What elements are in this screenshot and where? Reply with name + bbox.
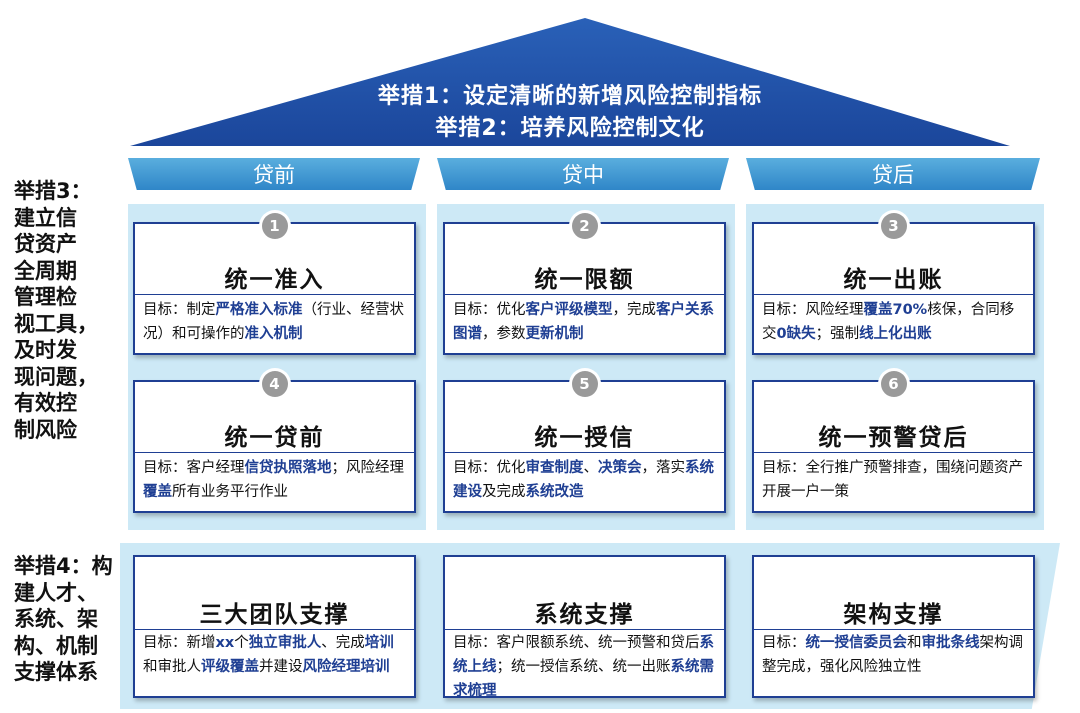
measure-card: 统一预警贷后目标：全行推广预警排查，围绕问题资产开展一户一策 [752,380,1035,513]
card-divider [445,452,724,453]
card-goal-text: 目标：新增xx个独立审批人、完成培训和审批人评级覆盖并建设风险经理培训 [143,631,408,679]
card-title: 统一出账 [843,267,944,293]
highlight-text: 信贷执照落地 [244,460,332,476]
card-divider [754,294,1033,295]
goal-text: 目标：优化 [453,460,526,476]
card-title: 三大团队支撑 [199,602,350,628]
measure-card: 统一限额目标：优化客户评级模型，完成客户关系图谱，参数更新机制 [443,222,726,355]
goal-text: 和 [907,635,922,651]
card-goal-text: 目标：客户限额系统、统一预警和贷后系统上线；统一授信系统、统一出账系统需求梳理 [453,631,718,703]
highlight-text: 线上化出账 [859,326,932,342]
goal-text: 、 [583,460,599,476]
phase-tab-post-loan: 贷后 [746,158,1040,190]
card-divider [445,294,724,295]
measure-1-text: 举措1：设定清晰的新增风险控制指标 [377,84,763,109]
card-goal-text: 目标：客户经理信贷执照落地；风险经理覆盖所有业务平行作业 [143,456,408,504]
highlight-text: 系统建设 [453,460,714,500]
goal-text: 所有业务平行作业 [172,484,288,500]
step-number-badge: 5 [571,371,598,397]
phase-tab-pre-loan: 贷前 [128,158,420,190]
goal-text: 目标：优化 [453,302,526,318]
card-goal-text: 目标：优化审查制度、决策会，落实系统建设及完成系统改造 [453,456,718,504]
highlight-text: 严格准入标准 [215,302,303,318]
highlight-text: 独立审批人 [248,635,322,651]
highlight-text: 审查制度 [525,460,584,476]
goal-text: 目标：客户经理 [143,460,245,476]
card-title: 统一授信 [534,425,635,451]
highlight-text: 准入机制 [244,326,303,342]
highlight-text: 决策会 [598,460,642,476]
goal-text: 目标：全行推广预警排查，围绕问题资产开展一户一策 [762,460,1023,500]
phase-tab-in-loan: 贷中 [437,158,729,190]
card-goal-text: 目标：统一授信委员会和审批条线架构调整完成，强化风险独立性 [762,631,1027,679]
step-number-badge: 2 [571,213,598,239]
step-number-badge: 4 [261,371,288,397]
highlight-text: 系统需求梳理 [453,659,714,699]
goal-text: 目标：风险经理 [762,302,864,318]
card-divider [135,452,414,453]
card-goal-text: 目标：风险经理覆盖70%核保，合同移交0缺失；强制线上化出账 [762,298,1027,346]
measure-card: 架构支撑目标：统一授信委员会和审批条线架构调整完成，强化风险独立性 [752,555,1035,698]
card-goal-text: 目标：制定严格准入标准（行业、经营状况）和可操作的准入机制 [143,298,408,346]
card-divider [754,629,1033,630]
card-divider [135,629,414,630]
highlight-text: 统一授信委员会 [805,635,908,651]
card-goal-text: 目标：优化客户评级模型，完成客户关系图谱，参数更新机制 [453,298,718,346]
goal-text: （行业、经营状况）和可操作的 [143,302,404,342]
goal-text: 目标：制定 [143,302,216,318]
highlight-text: 培训 [364,635,394,651]
measure-4-label: 举措4：构 建人才、 系统、架 构、机制 支撑体系 [14,554,113,684]
goal-text: ，参数 [482,326,526,342]
goal-text: 个 [234,635,249,651]
goal-text: 及完成 [482,484,526,500]
measure-card: 统一授信目标：优化审查制度、决策会，落实系统建设及完成系统改造 [443,380,726,513]
goal-text: 目标：新增 [143,635,216,651]
card-divider [135,294,414,295]
goal-text: 核保，合同移交 [762,302,1015,342]
measure-card: 系统支撑目标：客户限额系统、统一预警和贷后系统上线；统一授信系统、统一出账系统需… [443,555,726,699]
card-goal-text: 目标：全行推广预警排查，围绕问题资产开展一户一策 [762,456,1027,504]
goal-text: 架构调整完成，强化风险独立性 [762,635,1023,675]
goal-text: ，完成 [612,302,657,318]
highlight-text: 系统上线 [453,635,714,675]
measure-card: 统一贷前目标：客户经理信贷执照落地；风险经理覆盖所有业务平行作业 [133,380,416,513]
step-number-badge: 1 [261,213,288,239]
highlight-text: 客户评级模型 [525,302,613,318]
card-divider [754,452,1033,453]
step-number-badge: 3 [880,213,907,239]
goal-text: 并建设 [259,659,303,675]
highlight-text: 系统改造 [525,484,584,500]
highlight-text: 评级覆盖 [201,659,259,675]
card-title: 架构支撑 [843,602,944,628]
goal-text: 目标：客户限额系统、统一预警和贷后 [453,635,700,651]
goal-text: 目标： [762,635,806,651]
highlight-text: 0缺失 [776,326,816,342]
goal-text: 、完成 [321,635,365,651]
measure-card: 统一准入目标：制定严格准入标准（行业、经营状况）和可操作的准入机制 [133,222,416,355]
highlight-text: 覆盖70% [863,302,928,318]
goal-text: ；强制 [815,326,860,342]
step-number-badge: 6 [880,371,907,397]
measure-2-text: 举措2：培养风险控制文化 [435,116,705,141]
highlight-text: 更新机制 [525,326,584,342]
goal-text: ，落实 [641,460,686,476]
highlight-text: 风险经理培训 [302,659,390,675]
highlight-text: 客户关系图谱 [453,302,714,342]
card-title: 系统支撑 [534,602,635,628]
measure-3-label: 举措3： 建立信 贷资产 全周期 管理检 视工具， 及时发 现问题， 有效控 制… [14,179,98,442]
measure-card: 三大团队支撑目标：新增xx个独立审批人、完成培训和审批人评级覆盖并建设风险经理培… [133,555,416,698]
roof-shape [130,18,1010,146]
card-title: 统一准入 [224,267,325,293]
goal-text: ；统一授信系统、统一出账 [496,659,671,675]
highlight-text: xx [215,635,235,651]
goal-text: 和审批人 [143,659,201,675]
card-title: 统一贷前 [224,425,325,451]
goal-text: ；风险经理 [331,460,405,476]
measure-card: 统一出账目标：风险经理覆盖70%核保，合同移交0缺失；强制线上化出账 [752,222,1035,355]
card-title: 统一预警贷后 [818,425,969,451]
highlight-text: 覆盖 [143,484,172,500]
card-title: 统一限额 [534,267,635,293]
highlight-text: 审批条线 [921,635,980,651]
card-divider [445,629,724,630]
